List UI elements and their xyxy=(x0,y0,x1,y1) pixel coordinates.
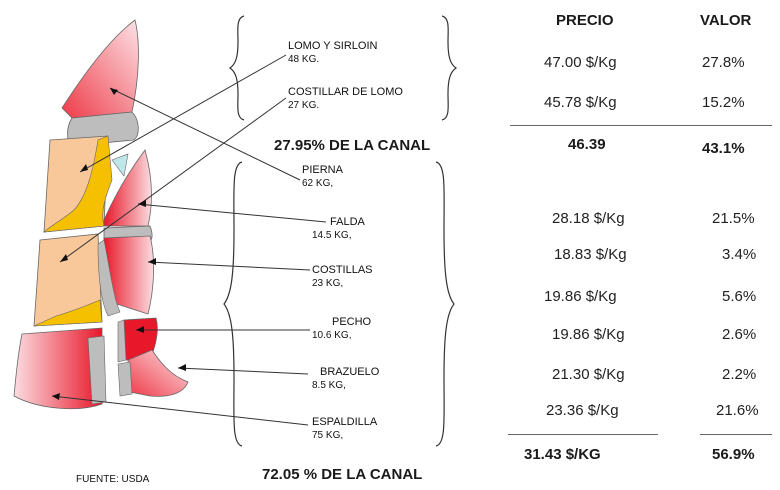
lower-left-brace xyxy=(223,161,243,447)
carcass xyxy=(13,19,189,410)
lower-total-valor: 56.9% xyxy=(712,446,755,463)
header-precio: PRECIO xyxy=(556,12,614,29)
upper-total-precio: 46.39 xyxy=(568,136,606,153)
label-lomo-sirloin: LOMO Y SIRLOIN 48 KG. xyxy=(288,40,377,66)
cut-weight: 27 KG. xyxy=(288,100,320,111)
precio-falda: 28.18 $/Kg xyxy=(552,210,625,227)
label-espaldilla: ESPALDILLA 75 KG, xyxy=(312,416,377,442)
label-brazuelo: BRAZUELO 8.5 KG, xyxy=(312,366,379,392)
upper-total-valor: 43.1% xyxy=(702,140,745,157)
valor-pecho: 5.6% xyxy=(722,288,757,305)
cut-brazuelo-gray xyxy=(117,361,133,397)
cut-costillas-gray xyxy=(97,239,121,317)
cut-weight: 8.5 KG, xyxy=(312,380,346,391)
arrowheads xyxy=(52,88,186,400)
cut-weight: 48 KG. xyxy=(288,54,320,65)
lower-right-brace xyxy=(435,161,455,447)
lower-total-rule-left xyxy=(508,434,658,435)
upper-left-brace xyxy=(228,15,245,121)
precio-extra: 23.36 $/Kg xyxy=(546,402,619,419)
cut-name: FALDA xyxy=(330,216,365,228)
valor-brazuelo: 2.6% xyxy=(722,326,757,343)
label-costillar-lomo: COSTILLAR DE LOMO 27 KG. xyxy=(288,86,403,112)
valor-costillar-lomo: 15.2% xyxy=(702,94,745,111)
cut-lower-yellow xyxy=(33,299,103,327)
precio-pecho: 19.86 $/Kg xyxy=(544,288,617,305)
leader-lines xyxy=(51,54,327,426)
cut-name: COSTILLAS xyxy=(312,264,373,276)
cut-brazuelo xyxy=(127,349,189,397)
lower-total-precio: 31.43 $/KG xyxy=(524,446,601,463)
lower-total-rule-right xyxy=(700,434,772,435)
valor-lomo-sirloin: 27.8% xyxy=(702,54,745,71)
label-falda: FALDA 14.5 KG, xyxy=(312,216,365,242)
label-pecho: PECHO 10.6 KG, xyxy=(312,316,371,342)
cut-espaldilla xyxy=(13,327,103,410)
cut-name: ESPALDILLA xyxy=(312,416,378,428)
precio-lomo-sirloin: 47.00 $/Kg xyxy=(544,54,617,71)
cut-name: BRAZUELO xyxy=(320,366,380,378)
valor-falda: 21.5% xyxy=(712,210,755,227)
cut-name: COSTILLAR DE LOMO xyxy=(288,86,403,98)
precio-brazuelo: 19.86 $/Kg xyxy=(552,326,625,343)
cut-costillas-red xyxy=(103,235,155,315)
cut-name: LOMO Y SIRLOIN xyxy=(288,40,378,52)
cut-lomo-sirloin xyxy=(61,19,139,119)
cut-weight: 23 KG, xyxy=(312,278,344,289)
valor-extra: 21.6% xyxy=(716,402,759,419)
precio-costillas: 18.83 $/Kg xyxy=(554,246,627,263)
upper-total-rule xyxy=(510,125,772,126)
braces xyxy=(223,15,458,447)
lower-canal-percent: 72.05 % DE LA CANAL xyxy=(262,466,423,483)
precio-costillar-lomo: 45.78 $/Kg xyxy=(544,94,617,111)
upper-right-brace xyxy=(441,15,458,121)
cut-upper-yellow xyxy=(43,135,113,233)
valor-costillas: 3.4% xyxy=(722,246,757,263)
header-valor: VALOR xyxy=(700,12,752,29)
cut-pierna-right xyxy=(103,149,152,227)
cut-weight: 14.5 KG, xyxy=(312,230,352,241)
cut-weight: 75 KG, xyxy=(312,430,344,441)
cut-name: PIERNA xyxy=(302,164,343,176)
precio-espaldilla: 21.30 $/Kg xyxy=(552,366,625,383)
cut-pecho-gray xyxy=(117,319,127,363)
cut-name: PECHO xyxy=(332,316,372,328)
label-costillas: COSTILLAS 23 KG, xyxy=(312,264,373,290)
cut-weight: 10.6 KG, xyxy=(312,330,352,341)
valor-espaldilla: 2.2% xyxy=(722,366,757,383)
cut-weight: 62 KG, xyxy=(302,178,334,189)
cut-upper-cyan xyxy=(111,153,129,177)
source-note: FUENTE: USDA xyxy=(76,474,150,485)
upper-canal-percent: 27.95% DE LA CANAL xyxy=(274,137,431,154)
label-pierna: PIERNA 62 KG, xyxy=(302,164,343,190)
